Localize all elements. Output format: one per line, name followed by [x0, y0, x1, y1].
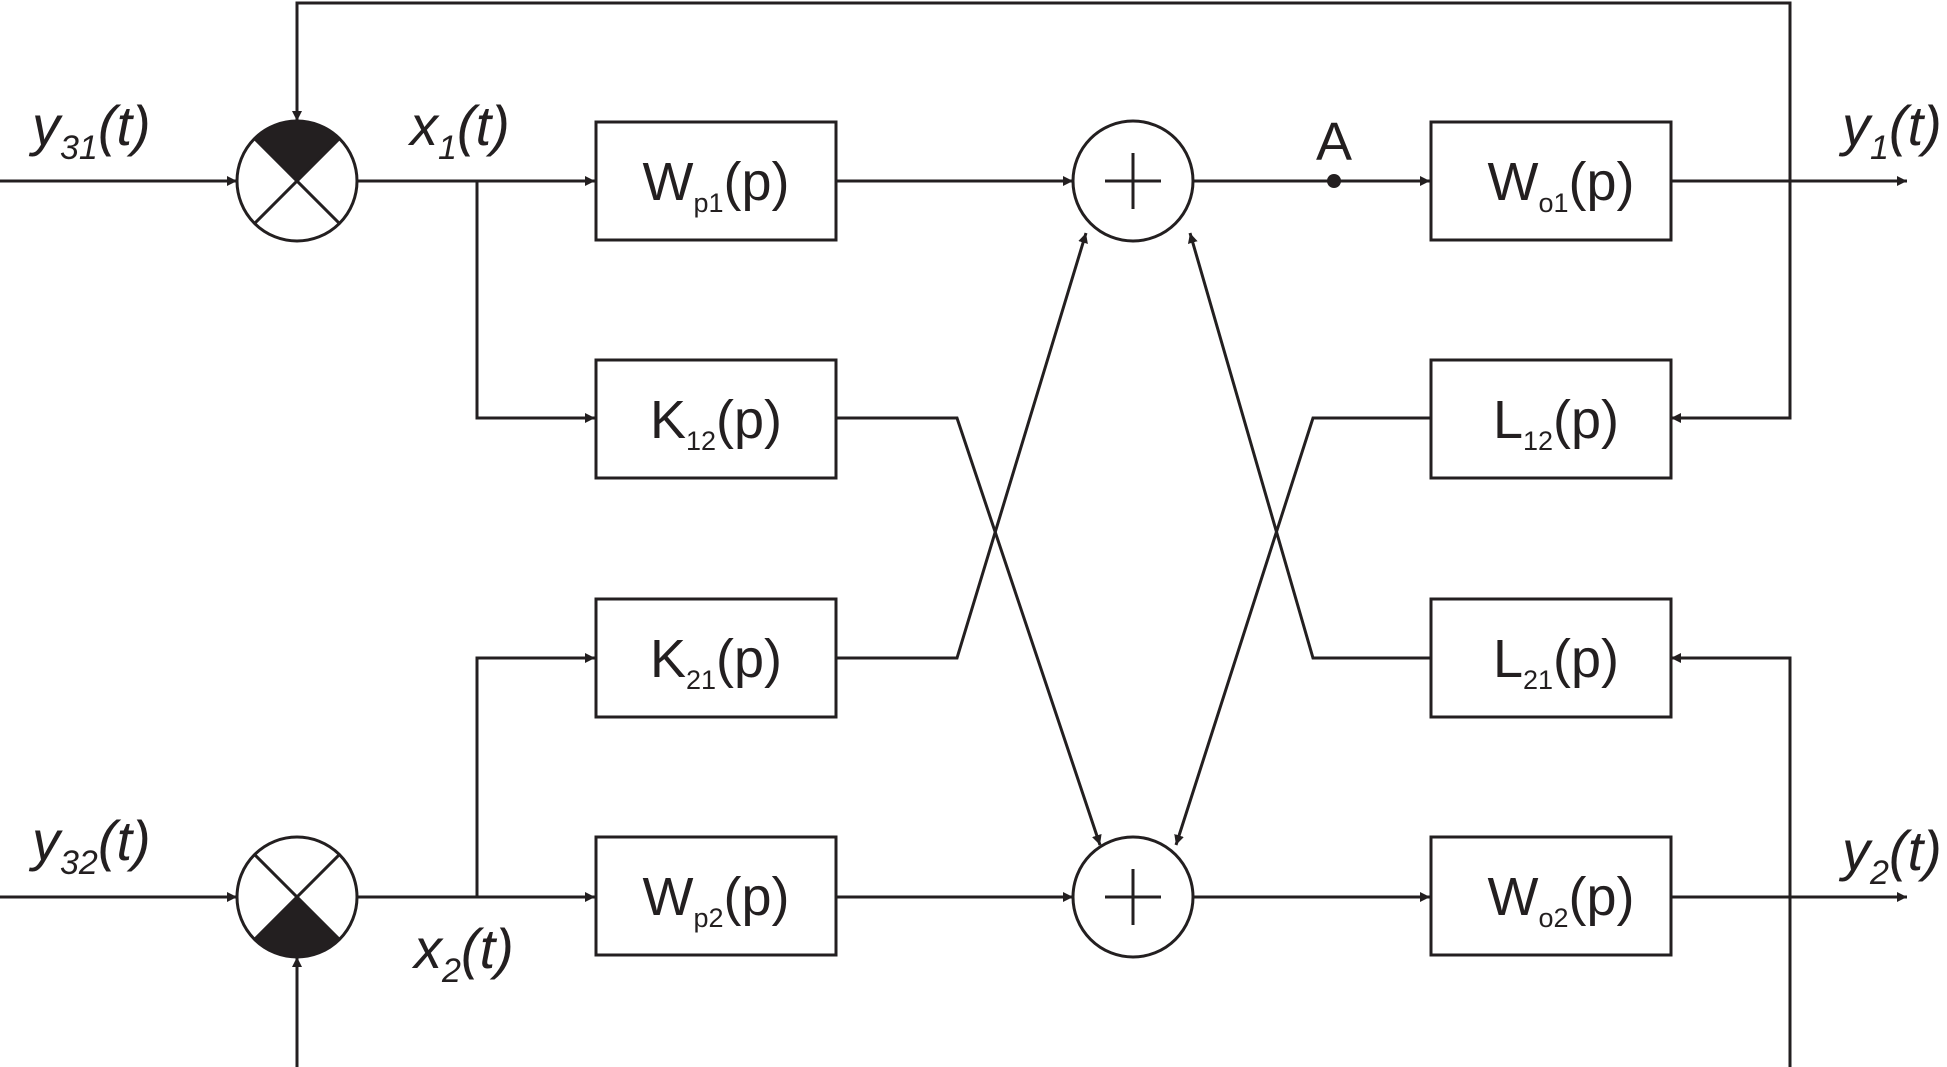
signal-y1-label: y1(t)	[1838, 94, 1942, 167]
svg-text:Wo1(p): Wo1(p)	[1487, 152, 1634, 218]
block-l12: L12(p)	[1429, 358, 1673, 480]
line-feedback-bottom	[292, 897, 1792, 1067]
block-k12: K12(p)	[594, 358, 838, 480]
signal-y2-label: y2(t)	[1838, 819, 1942, 892]
block-l21: L21(p)	[1429, 597, 1673, 719]
block-k21: K21(p)	[594, 597, 838, 719]
comparator-bottom	[235, 835, 359, 959]
line-x2-to-k21	[475, 653, 595, 897]
svg-text:L12(p): L12(p)	[1493, 390, 1619, 456]
svg-text:K12(p): K12(p)	[650, 390, 782, 456]
line-y2-to-l21	[1671, 653, 1792, 897]
svg-text:K21(p): K21(p)	[650, 629, 782, 695]
signal-x2-label: x2(t)	[411, 917, 514, 990]
svg-text:Wp1(p): Wp1(p)	[642, 152, 789, 218]
summing-junction-top	[1071, 119, 1195, 243]
comparator-top	[235, 119, 359, 243]
line-l12-to-sum2	[1174, 416, 1430, 846]
block-wp2: Wp2(p)	[594, 835, 838, 957]
block-wo2: Wo2(p)	[1429, 835, 1673, 957]
summing-junction-bottom	[1071, 835, 1195, 959]
block-wp1: Wp1(p)	[594, 120, 838, 242]
line-x1-to-k12	[475, 181, 595, 423]
line-k12-to-sum2	[836, 416, 1102, 846]
line-y1-to-l12	[1671, 181, 1792, 423]
connection-lines	[0, 1, 1907, 1067]
line-k21-to-sum1	[836, 232, 1088, 660]
line-l21-to-sum1	[1187, 232, 1430, 660]
signal-y32-label: y32(t)	[28, 809, 151, 882]
signal-x1-label: x1(t)	[407, 94, 510, 167]
line-feedback-top	[292, 1, 1792, 181]
node-point-a	[1327, 174, 1341, 188]
svg-text:Wp2(p): Wp2(p)	[642, 867, 789, 933]
svg-text:Wo2(p): Wo2(p)	[1487, 867, 1634, 933]
svg-text:L21(p): L21(p)	[1493, 629, 1619, 695]
signal-y31-label: y31(t)	[28, 94, 151, 167]
block-wo1: Wo1(p)	[1429, 120, 1673, 242]
node-a-label: A	[1316, 112, 1352, 172]
